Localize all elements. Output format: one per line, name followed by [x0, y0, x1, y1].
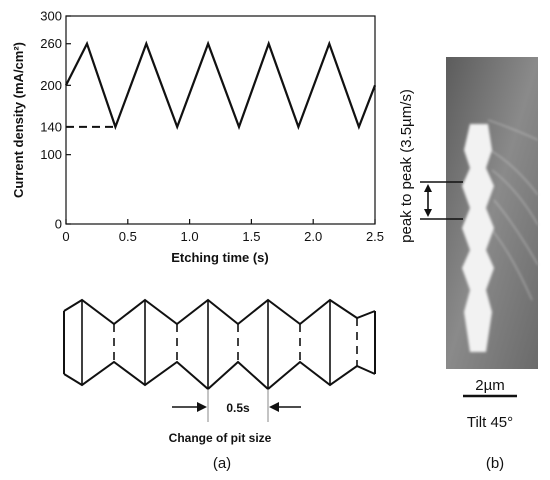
pore-shape [462, 124, 494, 352]
period-guide-lines [207, 389, 269, 422]
pit-outline-top [63, 298, 376, 326]
arrow-left-head [269, 402, 279, 412]
arrow-right-head [197, 402, 207, 412]
plot-frame [65, 15, 376, 225]
y-tick-label-3: 200 [40, 78, 62, 93]
tilt-label: Tilt 45° [467, 414, 513, 431]
x-tick-label-4: 2.0 [304, 229, 322, 244]
x-tick-label-5: 2.5 [366, 229, 384, 244]
x-tick-label-1: 0.5 [119, 229, 137, 244]
dashed-dividers [113, 318, 358, 366]
panel-a-label: (a) [213, 455, 231, 472]
diagram-caption: Change of pit size [169, 431, 272, 445]
series-line [65, 40, 377, 131]
x-tick-label-0: 0 [62, 229, 69, 244]
peak-to-peak-label: peak to peak (3.5µm/s) [398, 89, 415, 243]
sem-micrograph [446, 57, 539, 369]
marker-arrow-down [424, 209, 432, 217]
pit-size-diagram [63, 298, 376, 422]
y-tick-label-4: 260 [40, 36, 62, 51]
x-tick-label-2: 1.0 [181, 229, 199, 244]
pit-outline-bottom [63, 360, 376, 391]
x-axis-title: Etching time (s) [171, 250, 269, 265]
period-label: 0.5s [226, 401, 250, 415]
y-tick-label-0: 0 [55, 217, 62, 232]
y-tick-label-1: 100 [40, 147, 62, 162]
solid-dividers [81, 300, 331, 389]
x-tick-label-3: 1.5 [242, 229, 260, 244]
y-tick-label-5: 300 [40, 9, 62, 24]
panel-b-label: (b) [486, 455, 504, 472]
scale-label: 2µm [475, 377, 504, 394]
current-density-chart: 0 100 140 200 260 300 0 0.5 1.0 1.5 2.0 2.5 Etchin… [11, 9, 384, 266]
y-axis-title: Current density (mA/cm²) [11, 42, 26, 198]
marker-arrow-up [424, 184, 432, 192]
x-axis-ticks: 0 0.5 1.0 1.5 2.0 2.5 [62, 219, 384, 244]
y-tick-label-2: 140 [40, 119, 62, 134]
